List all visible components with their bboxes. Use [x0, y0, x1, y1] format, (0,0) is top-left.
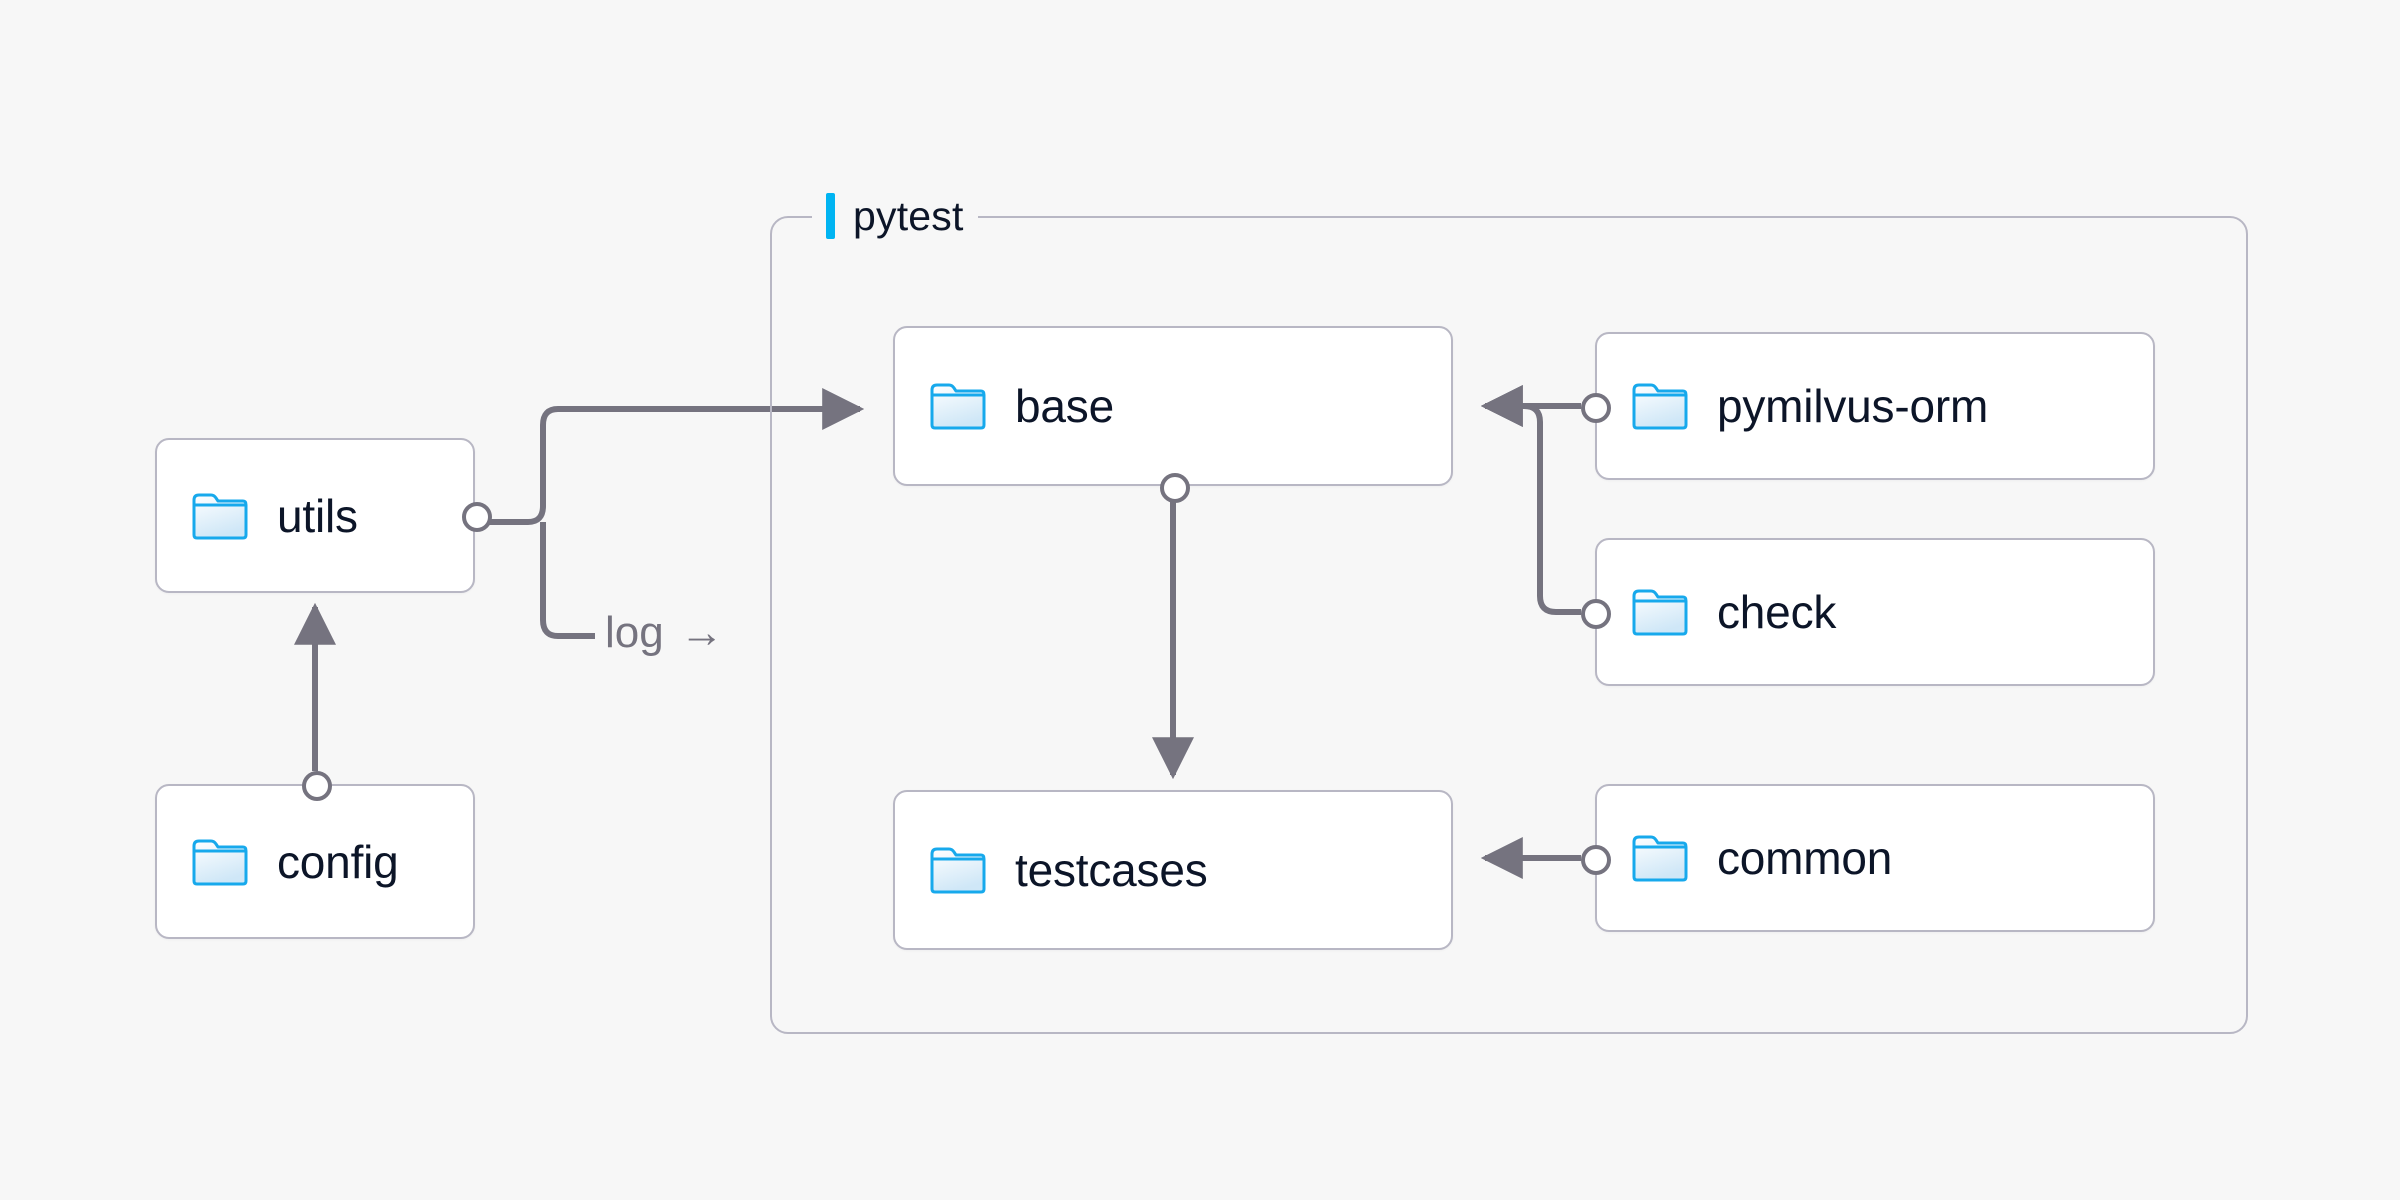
- node-label: check: [1717, 586, 1837, 638]
- folder-icon: [192, 493, 248, 539]
- port-base-bottom[interactable]: [1160, 473, 1190, 503]
- folder-icon: [1632, 835, 1688, 882]
- node-label: common: [1717, 832, 1893, 884]
- port-utils-right[interactable]: [462, 502, 492, 532]
- folder-icon: [192, 839, 248, 885]
- port-check-left[interactable]: [1581, 599, 1611, 629]
- node-config[interactable]: config: [155, 771, 475, 939]
- edge-utils-to-log: [540, 521, 595, 639]
- node-label: base: [1015, 380, 1114, 432]
- node-utils[interactable]: utils: [155, 438, 492, 593]
- port-config-top[interactable]: [302, 771, 332, 801]
- node-label: pymilvus-orm: [1717, 380, 1989, 432]
- node-testcases[interactable]: testcases: [893, 790, 1453, 950]
- folder-icon: [1632, 383, 1688, 430]
- node-label: config: [277, 835, 399, 888]
- edge-label-log: log →: [605, 608, 724, 658]
- folder-icon: [930, 847, 986, 894]
- node-base[interactable]: base: [893, 326, 1453, 503]
- node-label: testcases: [1015, 844, 1208, 896]
- group-accent-bar: [826, 193, 835, 239]
- pytest-group-container[interactable]: [770, 216, 2248, 1034]
- node-common[interactable]: common: [1581, 784, 2155, 932]
- arrow-right-icon: →: [679, 608, 724, 657]
- port-common-left[interactable]: [1581, 845, 1611, 875]
- node-check[interactable]: check: [1581, 538, 2155, 686]
- node-pymilvus-orm[interactable]: pymilvus-orm: [1581, 332, 2155, 480]
- folder-icon: [1632, 589, 1688, 636]
- node-label: utils: [277, 489, 358, 542]
- port-pymilvus-orm-left[interactable]: [1581, 393, 1611, 423]
- edge-label-log-text: log: [605, 608, 664, 657]
- group-title-text: pytest: [853, 193, 964, 239]
- pytest-group-label: pytest: [812, 190, 978, 242]
- folder-icon: [930, 383, 986, 430]
